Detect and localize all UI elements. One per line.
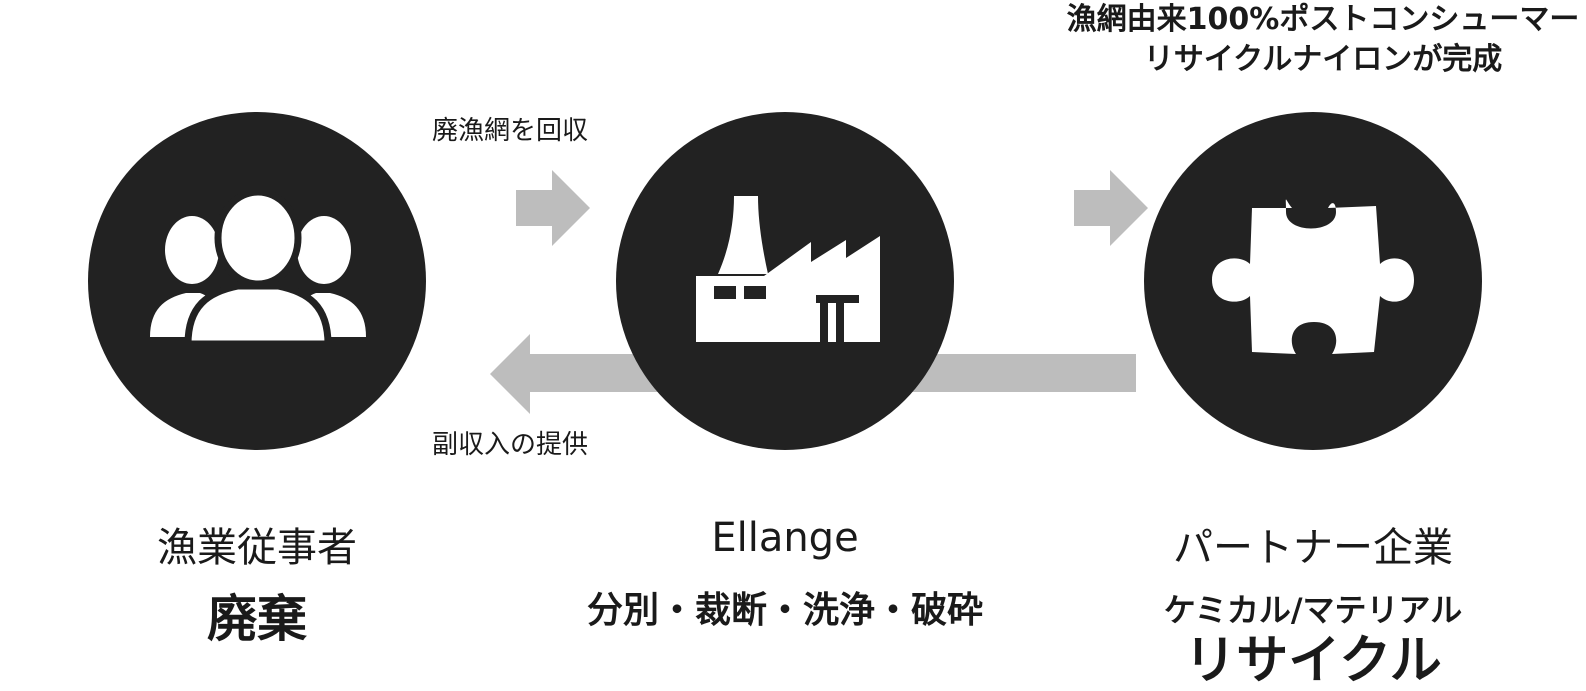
node-fishers-label: 漁業従事者 廃棄 [57,515,457,651]
return-label: 副収入の提供 [432,430,589,460]
node-fishers-title: 漁業従事者 [157,525,357,571]
node-partner-circle [1144,112,1482,450]
node-ellange-label: Ellange 分別・裁断・洗浄・破砕 [535,515,1035,633]
people-icon [150,192,366,348]
top-note: 漁網由来100%ポストコンシューマー リサイクルナイロンが完成 [1060,0,1586,80]
forward-arrow-1 [516,170,590,246]
node-partner-title: パートナー企業 [1173,525,1453,571]
node-partner-label: パートナー企業 ケミカル/マテリアル リサイクル [1113,515,1513,691]
node-fishers-circle [88,112,426,450]
puzzle-icon [1212,199,1414,354]
node-fishers-sub: 廃棄 [207,590,307,648]
factory-icon [696,196,880,342]
node-partner-sub2: リサイクル [1184,631,1442,691]
top-note-line1: 漁網由来100%ポストコンシューマー [1066,2,1580,37]
top-note-line2: リサイクルナイロンが完成 [1143,42,1503,77]
collect-label: 廃漁網を回収 [432,116,589,146]
node-ellange-sub: 分別・裁断・洗浄・破砕 [586,590,983,631]
node-partner-sub: ケミカル/マテリアル [1163,591,1463,629]
node-ellange-title: Ellange [711,515,859,561]
forward-arrow-2 [1074,170,1148,246]
node-ellange-circle [616,112,954,450]
